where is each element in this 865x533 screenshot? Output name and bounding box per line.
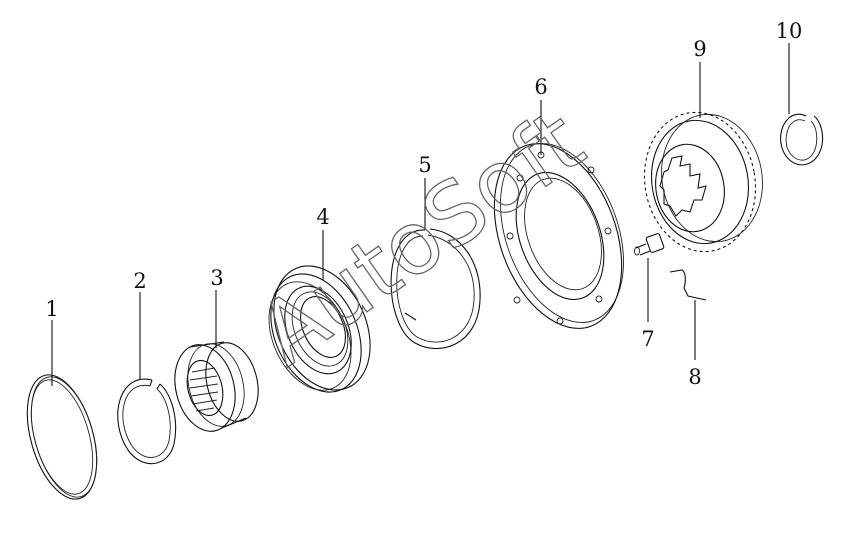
part-label-10: 10 — [776, 19, 803, 43]
part-label-6: 6 — [534, 75, 547, 99]
part-9-gear — [643, 111, 763, 253]
part-label-4: 4 — [316, 205, 329, 229]
part-10-snap-ring — [780, 113, 824, 166]
part-label-3: 3 — [210, 266, 223, 290]
leader-lines — [51, 43, 790, 386]
part-8-pin — [669, 269, 707, 301]
part-label-8: 8 — [688, 365, 701, 389]
watermark-text: AutoSoft — [241, 91, 601, 385]
part-label-7: 7 — [641, 327, 654, 351]
part-2-snap-ring — [117, 378, 177, 465]
part-label-9: 9 — [693, 37, 706, 61]
part-1-ring — [26, 374, 98, 500]
part-label-2: 2 — [133, 269, 146, 293]
part-label-5: 5 — [418, 153, 431, 177]
part-5-open-ring — [390, 228, 481, 350]
part-4-bearing — [268, 265, 371, 393]
part-labels: 1 2 3 4 5 6 7 8 9 10 — [45, 19, 802, 389]
part-3-splined-hub — [174, 341, 259, 432]
part-label-1: 1 — [45, 297, 58, 321]
part-7-bolt — [634, 233, 665, 256]
